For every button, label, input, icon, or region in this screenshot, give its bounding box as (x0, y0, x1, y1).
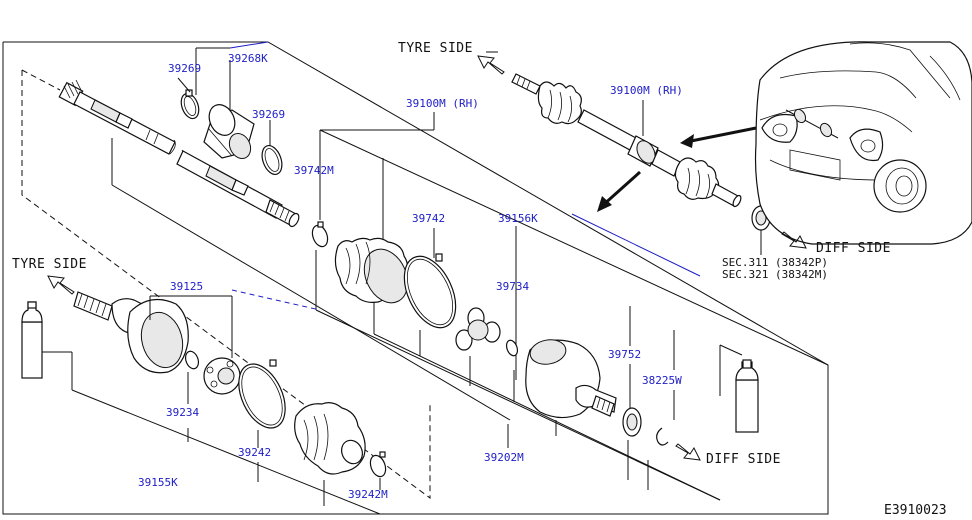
diff-side-label-bottom: DIFF SIDE (706, 452, 781, 467)
tripod-joint (455, 307, 501, 351)
clamp-39242m (369, 451, 387, 478)
diagram-frame (2, 41, 829, 515)
diff-side-label-right: DIFF SIDE (816, 241, 891, 256)
boot-outer (334, 237, 409, 304)
part-number-39269-a[interactable]: 39269 (168, 62, 201, 75)
part-number-39100m-rh[interactable]: 39100M (RH) (406, 97, 479, 110)
part-number-39742[interactable]: 39742 (412, 212, 445, 225)
boot-lower (294, 402, 366, 475)
tyre-side-label-left: TYRE SIDE (12, 257, 87, 272)
outer-joint (73, 291, 189, 374)
clamp-39742m (311, 221, 329, 248)
indicator-arrows (597, 126, 757, 212)
part-number-39202m[interactable]: 39202M (484, 451, 524, 464)
clamp-39269-left (180, 89, 200, 120)
part-number-labels: 39269 39268K 39269 39100M (RH) 39100M (R… (138, 52, 683, 501)
clamp-39269-right (261, 144, 283, 176)
diff-side-arrow-bottom (675, 443, 701, 461)
drawing-code: E3910023 (884, 503, 947, 518)
sec-321-label: SEC.321 (38342M) (722, 268, 828, 281)
part-number-39234[interactable]: 39234 (166, 406, 199, 419)
part-number-39155k[interactable]: 39155K (138, 476, 178, 489)
part-number-39268k[interactable]: 39268K (228, 52, 268, 65)
diff-side-arrow-right (781, 231, 807, 249)
assembly-dashed-outline (21, 69, 431, 499)
sec-311-label: SEC.311 (38342P) (722, 256, 828, 269)
axle-shaft (58, 79, 300, 228)
part-number-39269-b[interactable]: 39269 (252, 108, 285, 121)
part-number-39742m[interactable]: 39742M (294, 164, 334, 177)
tyre-side-label-top: TYRE SIDE (398, 41, 473, 56)
part-number-39125[interactable]: 39125 (170, 280, 203, 293)
part-number-39242[interactable]: 39242 (238, 446, 271, 459)
text-labels: TYRE SIDE TYRE SIDE DIFF SIDE DIFF SIDE … (12, 41, 947, 518)
damper-39268k (203, 104, 255, 160)
part-number-39100m-rh-inset[interactable]: 39100M (RH) (610, 84, 683, 97)
leaders-top-left (111, 41, 511, 421)
leaders-top-right (486, 51, 762, 255)
ball-cage (203, 357, 241, 395)
seal-39752 (622, 407, 642, 437)
tyre-side-arrow-top (477, 55, 505, 75)
part-number-38225w[interactable]: 38225W (642, 374, 682, 387)
part-number-39734[interactable]: 39734 (496, 280, 529, 293)
snap-ring-39734 (505, 339, 519, 357)
car-illustration (754, 41, 972, 245)
part-number-39242m[interactable]: 39242M (348, 488, 388, 501)
grease-tube-right (735, 359, 759, 433)
part-number-39156k[interactable]: 39156K (498, 212, 538, 225)
circlip-38225w (656, 427, 669, 446)
leaders-mid (315, 112, 829, 501)
complete-driveshaft (511, 73, 771, 231)
part-number-39752[interactable]: 39752 (608, 348, 641, 361)
grease-tube-left (21, 301, 43, 379)
tyre-side-arrow-left (47, 275, 75, 295)
band-39742 (403, 253, 457, 329)
leaders-lower-left (42, 289, 381, 515)
inner-housing (525, 339, 617, 419)
band-39242 (238, 359, 286, 429)
ring-39234 (184, 350, 200, 370)
